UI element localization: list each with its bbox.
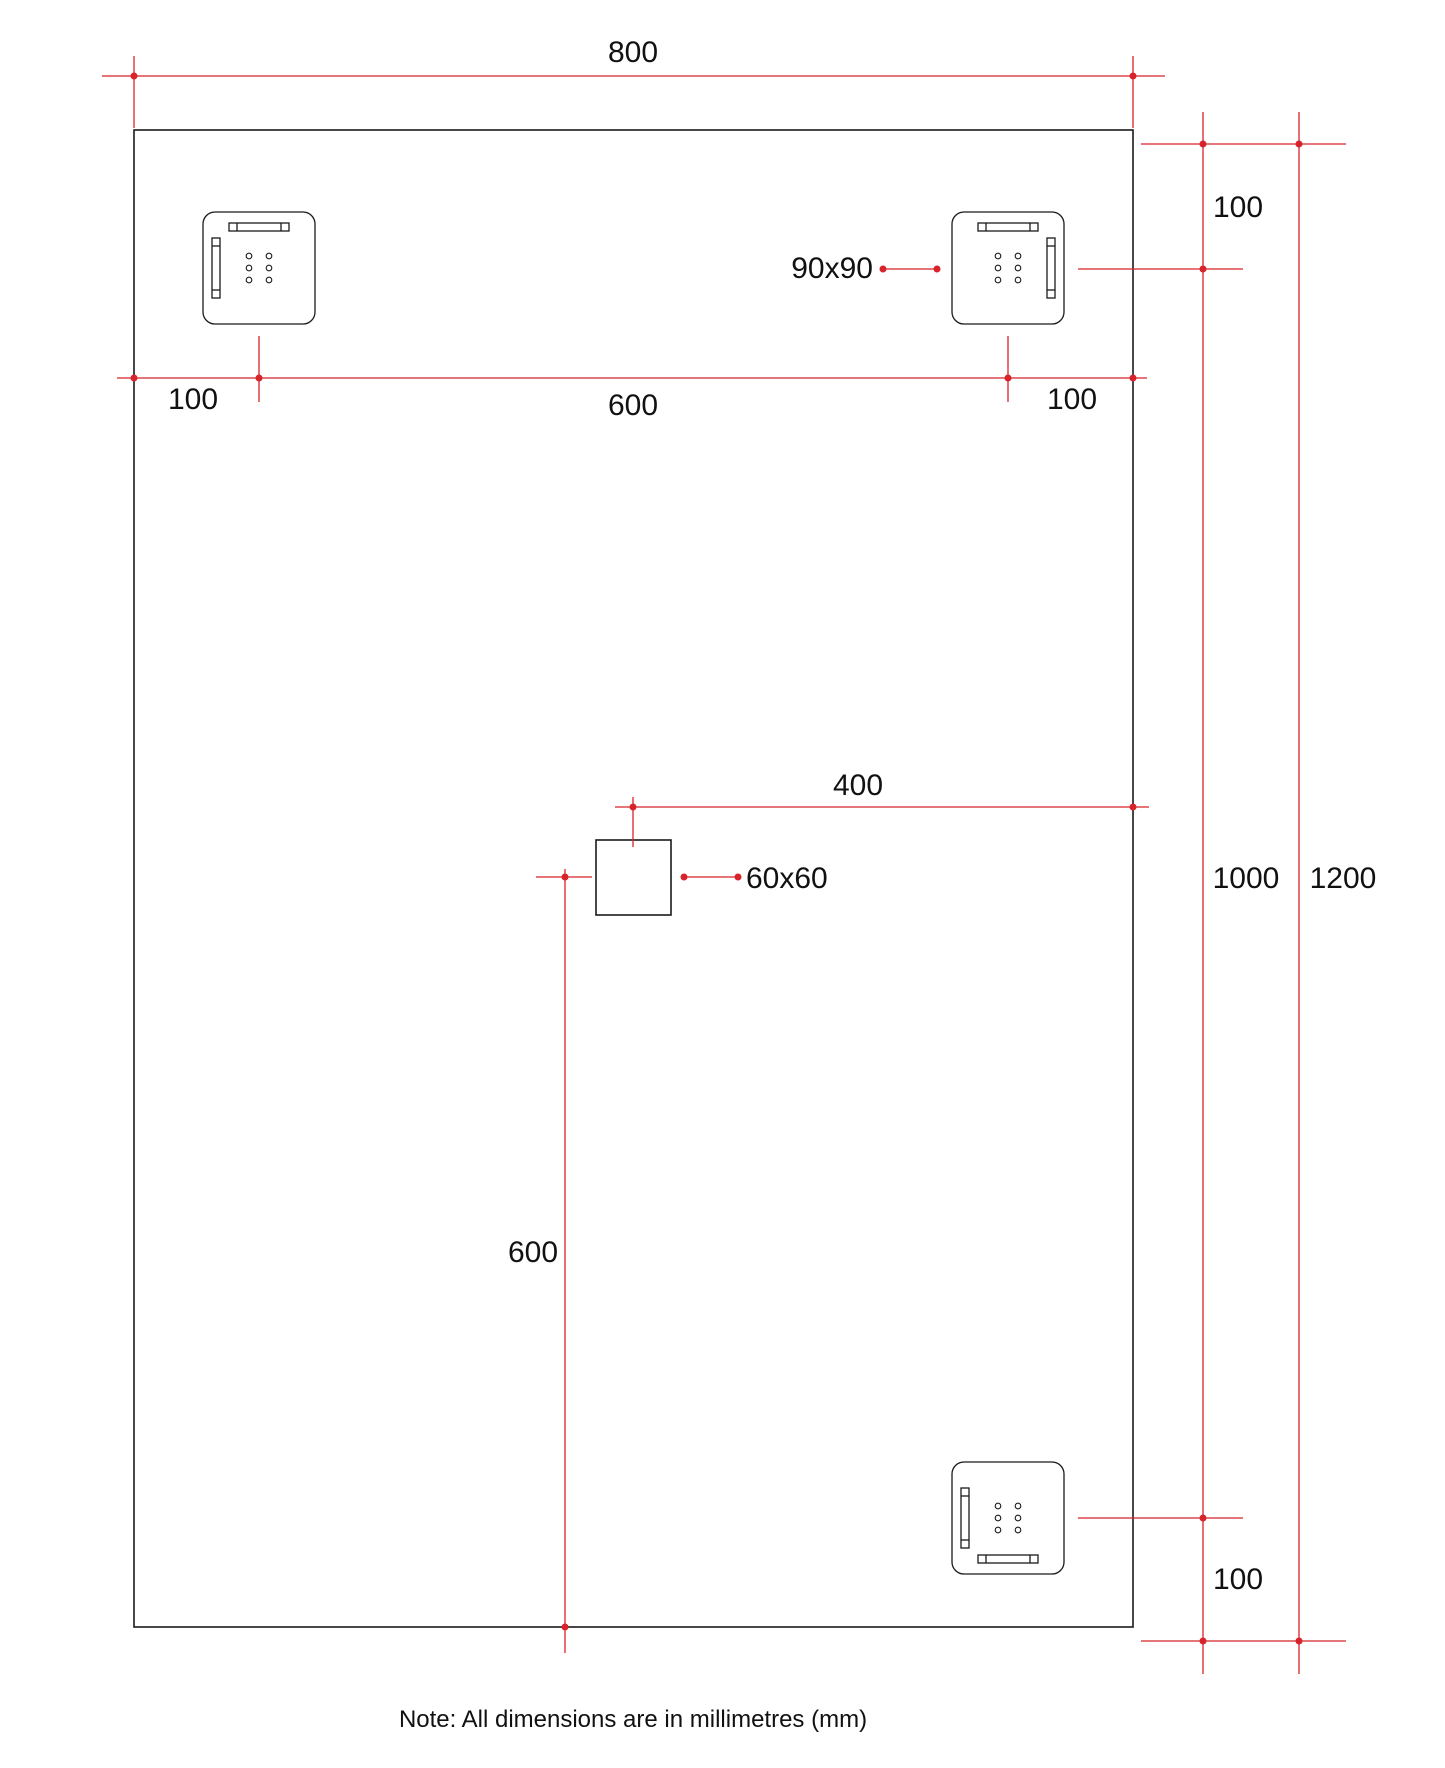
dim-overall-width: 800 <box>102 36 1165 128</box>
dim-right-verticals: 100 1000 1200 100 <box>1078 112 1376 1674</box>
dim-label-box-size: 60x60 <box>746 862 828 895</box>
dim-label-overall-height: 1200 <box>1310 862 1377 895</box>
dim-label-box-from-right: 400 <box>833 769 883 802</box>
mounting-clip-icon <box>951 1461 1065 1575</box>
junction-box-icon <box>595 839 672 916</box>
dim-label-clip-spacing: 600 <box>608 389 658 422</box>
callout-box-size: 60x60 <box>680 862 828 895</box>
dim-label-clip-span-height: 1000 <box>1213 862 1280 895</box>
mounting-clip-icon <box>951 211 1065 325</box>
dim-label-clip-size: 90x90 <box>791 252 873 285</box>
dim-label-clip-top-offset: 100 <box>1213 191 1263 224</box>
callout-clip-size: 90x90 <box>791 252 941 285</box>
dim-label-clip-right-offset: 100 <box>1047 383 1097 416</box>
dim-label-box-from-bottom: 600 <box>508 1236 558 1269</box>
dim-label-overall-width: 800 <box>608 36 658 69</box>
units-note: Note: All dimensions are in millimetres … <box>399 1706 867 1733</box>
dim-label-clip-left-offset: 100 <box>168 383 218 416</box>
dim-box-from-right: 400 <box>615 769 1149 847</box>
dim-label-clip-bottom-offset: 100 <box>1213 1563 1263 1596</box>
dim-box-from-bottom: 600 <box>508 869 592 1653</box>
mounting-clip-icon <box>202 211 316 325</box>
dim-clip-spacing-row: 100 600 100 <box>117 336 1147 422</box>
